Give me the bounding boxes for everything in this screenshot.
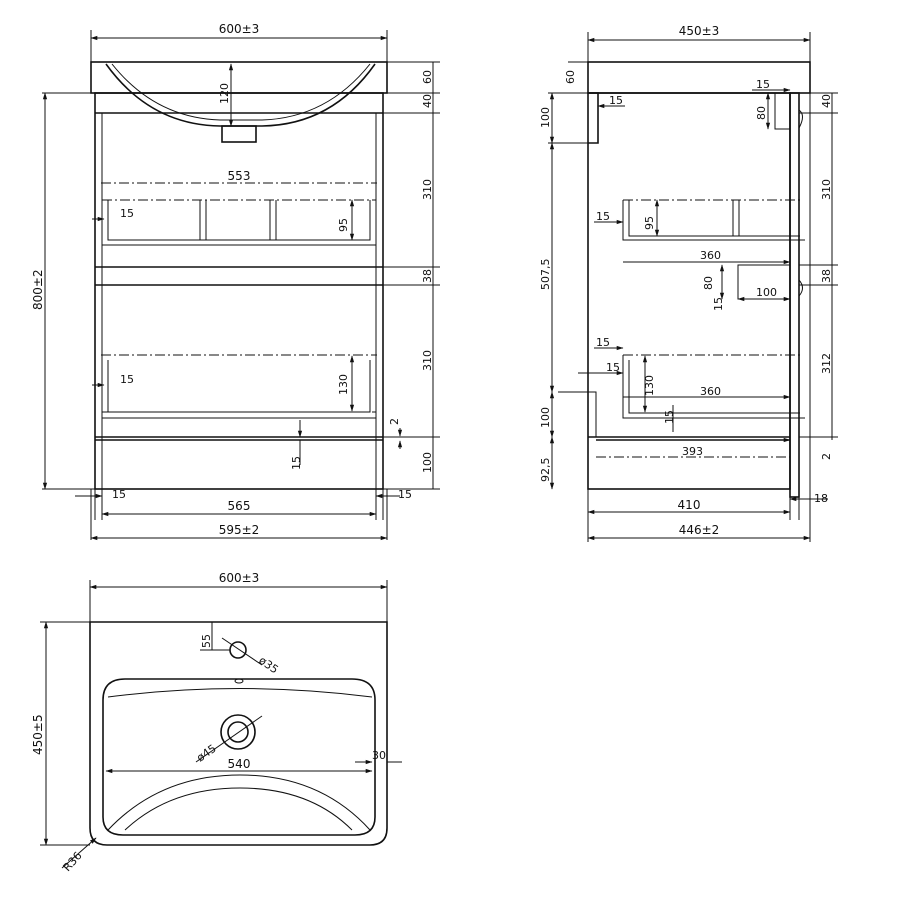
side-overall-h: 507,5: [539, 259, 552, 291]
waste-inner: [227, 721, 249, 743]
side-rail-thk: 15: [609, 94, 623, 107]
front-plinth-side: 15: [290, 456, 303, 470]
side-mid-rail: 80 15 100: [702, 264, 803, 311]
side-dim-40: 40: [820, 94, 833, 108]
front-right-dims: 60 40 310 38 310 2 100: [383, 61, 440, 490]
front-bottom-width: 595±2: [219, 523, 260, 537]
side-drawer-1: 15 95 360: [594, 199, 805, 265]
side-d2-side-mid: 15: [606, 361, 620, 374]
front-top-width: 600±3: [219, 22, 260, 36]
front-drawer1-height: 95: [337, 218, 350, 232]
side-mid-80: 80: [702, 276, 715, 290]
side-d2-130: 130: [643, 375, 656, 396]
basin-outline: [105, 63, 376, 127]
waste-trap: [221, 125, 257, 143]
side-worktop: [587, 61, 811, 94]
front-drawer2-height: 130: [337, 374, 350, 395]
plan-radius: R36: [61, 849, 85, 874]
side-body-depth: 410: [678, 498, 701, 512]
side-d1-len: 360: [700, 249, 721, 262]
plan-outline: [89, 621, 388, 846]
front-dim-plinth-gap: 2: [388, 418, 401, 425]
front-drawer1-side: 15: [120, 207, 134, 220]
side-top-thk: 60: [564, 70, 577, 84]
side-door: [789, 92, 800, 498]
side-mid-100: 100: [756, 286, 777, 299]
front-inner-width: 565: [228, 499, 251, 513]
plan-tap-offset: 55: [200, 634, 213, 648]
side-dim-312: 312: [820, 353, 833, 374]
front-dim-drawer1: 310: [421, 179, 434, 200]
front-drawer-width: 553: [228, 169, 251, 183]
plan-tap-dia: ø35: [256, 654, 280, 677]
side-d2-len: 360: [700, 385, 721, 398]
side-d2-side-top: 15: [596, 336, 610, 349]
front-drawer-2: 15 130: [92, 354, 377, 419]
side-dim-310: 310: [820, 179, 833, 200]
front-dim-plinth: 100: [421, 452, 434, 473]
front-carcass: [94, 92, 384, 490]
side-right-dims: 40 310 38 312 2: [799, 92, 838, 460]
side-door-thk: 18: [814, 492, 828, 505]
front-drawer-1: 553 15 95: [92, 169, 377, 246]
front-dim-top: 60: [421, 70, 434, 84]
side-dim-38: 38: [820, 269, 833, 283]
side-dim-2: 2: [820, 453, 833, 460]
side-mid-15: 15: [712, 297, 725, 311]
side-d2-15: 15: [663, 410, 676, 424]
front-height: 800±2: [31, 269, 45, 310]
plan-edge: 30: [372, 749, 386, 762]
side-fit-80: 80: [755, 106, 768, 120]
plan-depth: 450±5: [31, 714, 45, 755]
front-drawer2-side: 15: [120, 373, 134, 386]
side-top-width: 450±3: [679, 24, 720, 38]
front-dim-mid: 38: [421, 269, 434, 283]
plan-top-width: 600±3: [219, 571, 260, 585]
side-fit-15: 15: [756, 78, 770, 91]
front-right-gap: 15: [398, 488, 412, 501]
tap-hole: [229, 641, 247, 659]
basin-bowl: [102, 678, 376, 836]
front-dim-gap: 40: [421, 94, 434, 108]
side-rail-h: 100: [539, 107, 552, 128]
side-view: 450±3 60 15 15 80 100 507,5: [539, 24, 838, 542]
front-dim-drawer2: 310: [421, 350, 434, 371]
front-left-gap: 15: [112, 488, 126, 501]
side-plinth-len: 393: [682, 445, 703, 458]
side-plinth-925: 92,5: [539, 458, 552, 483]
side-d1-side: 15: [596, 210, 610, 223]
waste-outer: [220, 714, 256, 750]
side-drawer-2: 15 15 130 360 15: [578, 336, 805, 432]
side-d1-95: 95: [643, 216, 656, 230]
plan-bowl-width: 540: [228, 757, 251, 771]
side-overall-depth: 446±2: [679, 523, 720, 537]
side-plinth-100: 100: [539, 407, 552, 428]
plan-view: 600±3 450±5 55 ø35 ø45 540 30: [31, 571, 402, 874]
front-view: 600±3 120 553 15: [31, 22, 440, 541]
